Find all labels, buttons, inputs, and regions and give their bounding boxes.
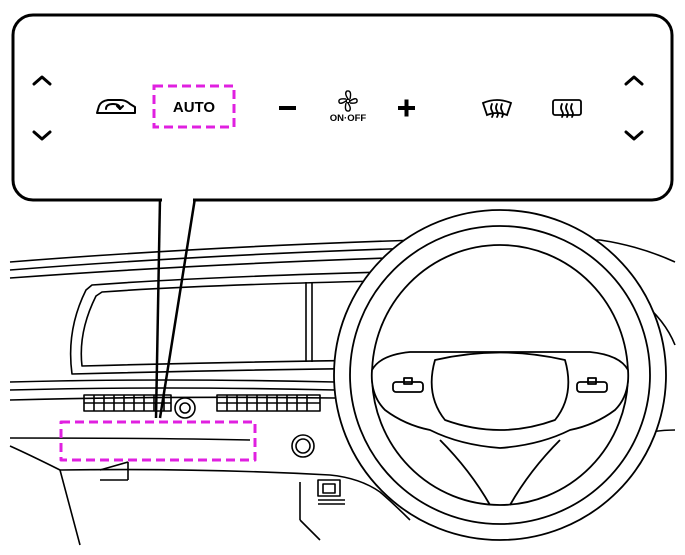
center-vents — [83, 394, 321, 412]
chevron-down-icon — [32, 130, 52, 141]
left-temp-up-button[interactable] — [32, 75, 52, 86]
right-temp-down-button[interactable] — [624, 130, 644, 141]
right-temp-up-button[interactable] — [624, 75, 644, 86]
steering-wheel — [333, 209, 667, 541]
center-knob — [174, 397, 196, 419]
dashboard-illustration — [9, 239, 676, 546]
chevron-up-icon — [32, 75, 52, 86]
rear-defroster-button[interactable] — [552, 99, 582, 118]
start-button-illustration — [291, 434, 315, 458]
rear-defroster-icon — [552, 99, 582, 118]
auto-label: AUTO — [173, 99, 216, 116]
climate-control-panel: AUTO ON·OFF — [11, 13, 674, 420]
climate-panel-location-highlight — [59, 420, 257, 462]
fan-increase-button[interactable] — [398, 99, 415, 117]
display-screen — [69, 271, 396, 375]
chevron-up-icon — [624, 75, 644, 86]
panel-frame — [11, 13, 674, 202]
plus-icon — [398, 99, 415, 117]
chevron-down-icon — [624, 130, 644, 141]
auto-highlight-box — [152, 84, 236, 129]
auto-button[interactable]: AUTO — [152, 84, 236, 129]
column-switch — [317, 479, 345, 505]
fan-icon — [338, 90, 358, 112]
fan-on-off-button[interactable]: ON·OFF — [330, 90, 367, 124]
front-defroster-button[interactable] — [481, 99, 513, 118]
recirculation-icon — [96, 99, 136, 114]
left-temp-down-button[interactable] — [32, 130, 52, 141]
recirculation-button[interactable] — [96, 99, 136, 114]
front-defroster-icon — [481, 99, 513, 118]
fan-on-off-label: ON·OFF — [330, 113, 367, 124]
